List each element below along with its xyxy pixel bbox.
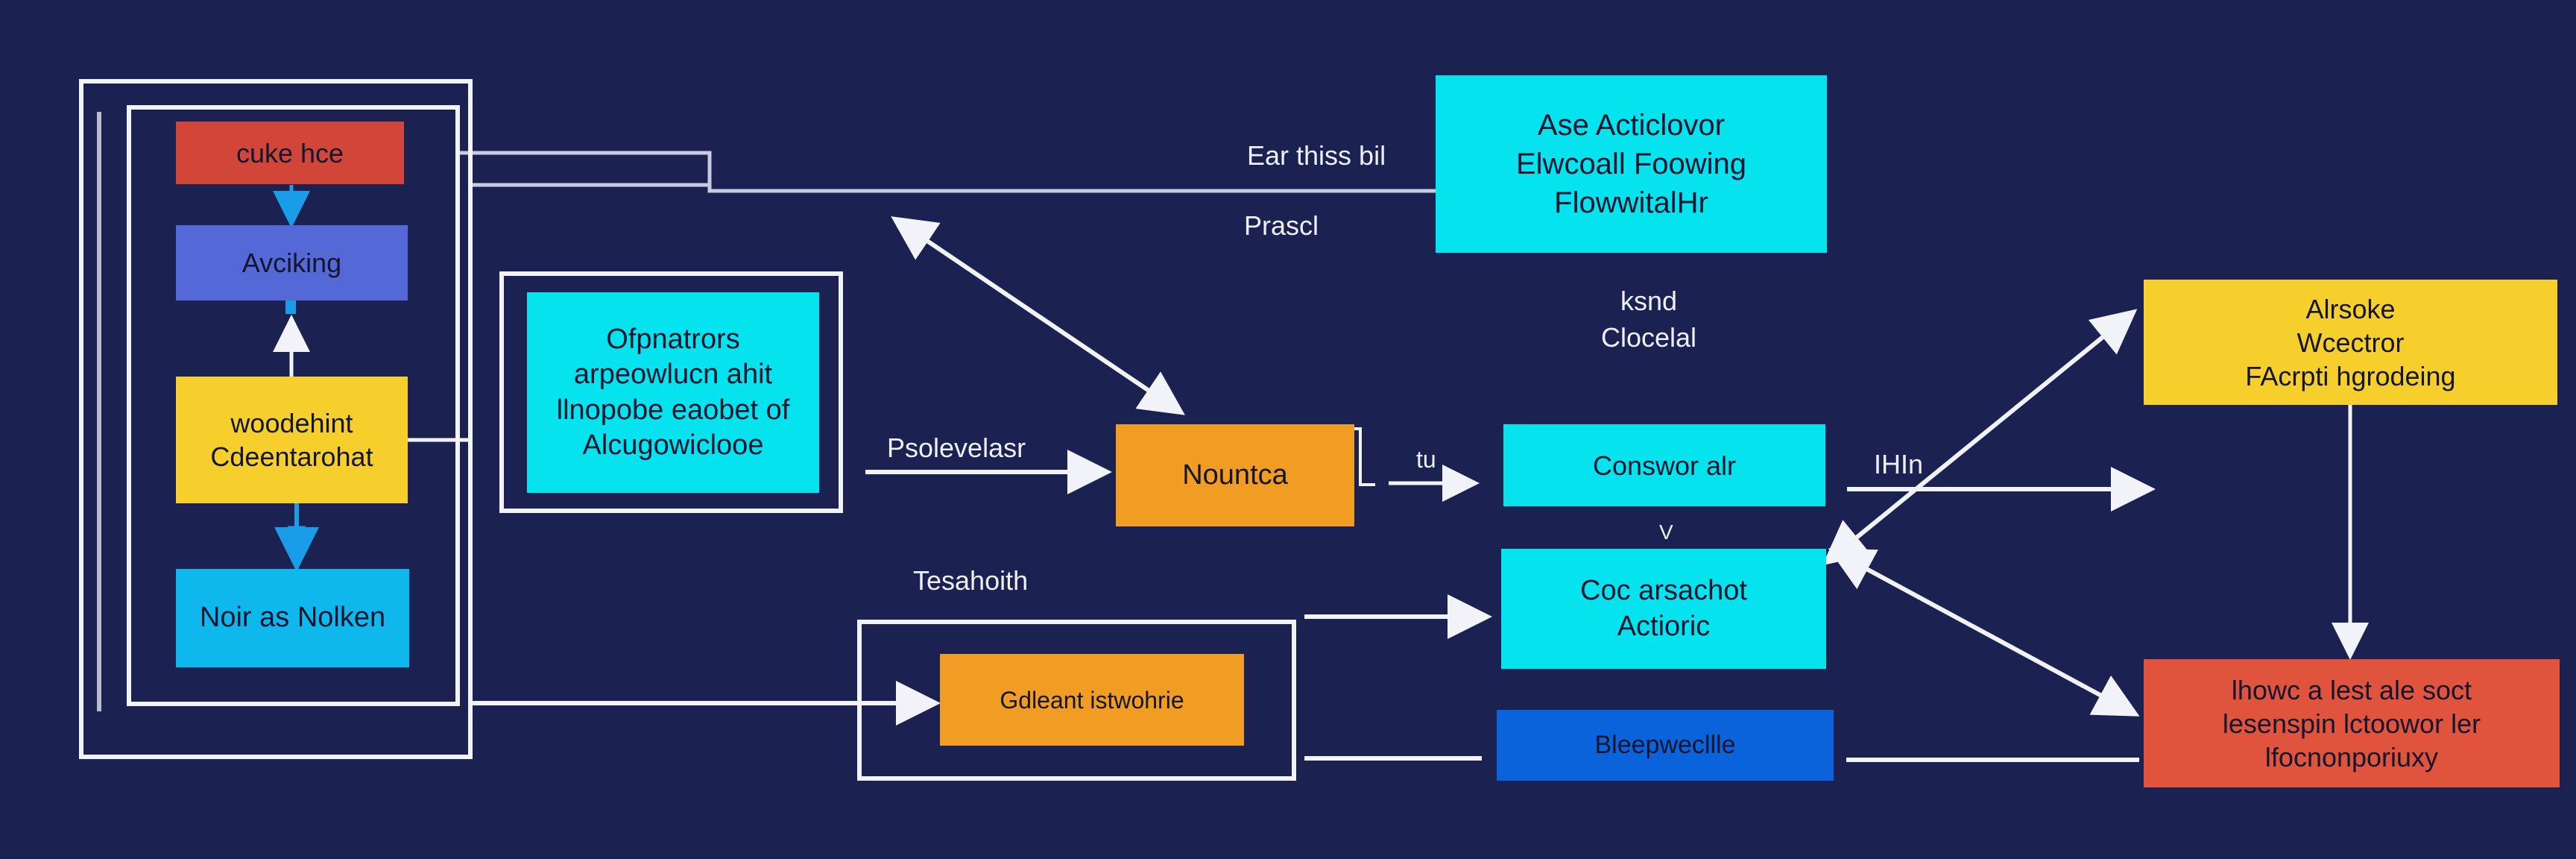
node-label: Bleepwecllle	[1594, 731, 1736, 760]
node-label: Coc arsachot Actioric	[1580, 575, 1747, 642]
node-noir-as-nolken[interactable]: Noir as Nolken	[176, 569, 409, 667]
node-operators[interactable]: Ofpnatrors arpeowlucn ahit llnopobe eaob…	[527, 292, 819, 493]
node-bleepwecllle[interactable]: Bleepwecllle	[1497, 710, 1834, 781]
edge-label-v: V	[1659, 520, 1673, 544]
left-inner-frame	[127, 105, 460, 706]
node-label: Nountca	[1182, 459, 1288, 491]
connector-stub-blue	[285, 301, 296, 314]
left-gray-rule	[97, 112, 101, 711]
operators-frame	[499, 271, 843, 513]
edge-label-psolevelasr: Psolevelasr	[887, 432, 1026, 463]
node-nountca[interactable]: Nountca	[1116, 424, 1354, 526]
node-woodehint[interactable]: woodehint Cdeentarohat	[176, 377, 408, 503]
node-coc-arsachot[interactable]: Coc arsachot Actioric	[1501, 549, 1826, 669]
node-label: Ofpnatrors arpeowlucn ahit llnopobe eaob…	[556, 323, 790, 462]
node-label: Ase Acticlovor Elwcoall Foowing Flowwita…	[1515, 109, 1747, 219]
node-cuke-hce[interactable]: cuke hce	[176, 122, 404, 184]
arrow-diagonal-up	[1822, 309, 2138, 566]
node-top-flow[interactable]: Ase Acticlovor Elwcoall Foowing Flowwita…	[1436, 75, 1827, 253]
node-label: Conswor alr	[1592, 450, 1737, 481]
node-lhowc[interactable]: lhowc a lest ale soct lesenspin lctoowor…	[2144, 659, 2560, 787]
arrow-diagonal-bidirectional	[891, 216, 1185, 415]
node-label: Gdleant istwohrie	[1000, 686, 1184, 714]
edge-label-ksnd: ksnd Clocelal	[1601, 286, 1697, 353]
node-label: Noir as Nolken	[199, 602, 386, 634]
node-label: cuke hce	[236, 137, 344, 169]
connector-nountca-bracket	[1354, 427, 1375, 486]
edge-label-earthiss: Ear thiss bil	[1247, 140, 1386, 171]
edge-label-tu: tu	[1416, 446, 1436, 473]
node-label: lhowc a lest ale soct lesenspin lctoowor…	[2222, 674, 2481, 773]
node-gallery[interactable]: Gdleant istwohrie	[940, 654, 1244, 746]
edge-label-tesahoith: Tesahoith	[913, 565, 1029, 596]
edge-label-ihin: IHIn	[1874, 449, 1924, 479]
node-label: woodehint Cdeentarohat	[210, 408, 373, 472]
edge-label-prascl: Prascl	[1244, 210, 1319, 241]
node-label: Avciking	[242, 248, 342, 278]
node-conswor[interactable]: Conswor alr	[1503, 424, 1825, 506]
connector-left-to-top-box	[458, 151, 1436, 193]
left-outer-frame	[79, 79, 473, 759]
node-label: Alrsoke Wcectror FAcrpti hgrodeing	[2245, 293, 2456, 391]
node-avciking[interactable]: Avciking	[176, 225, 408, 301]
arrow-diagonal-down	[1828, 548, 2140, 717]
node-alrsoke[interactable]: Alrsoke Wcectror FAcrpti hgrodeing	[2144, 280, 2557, 405]
gallery-frame	[857, 620, 1296, 781]
